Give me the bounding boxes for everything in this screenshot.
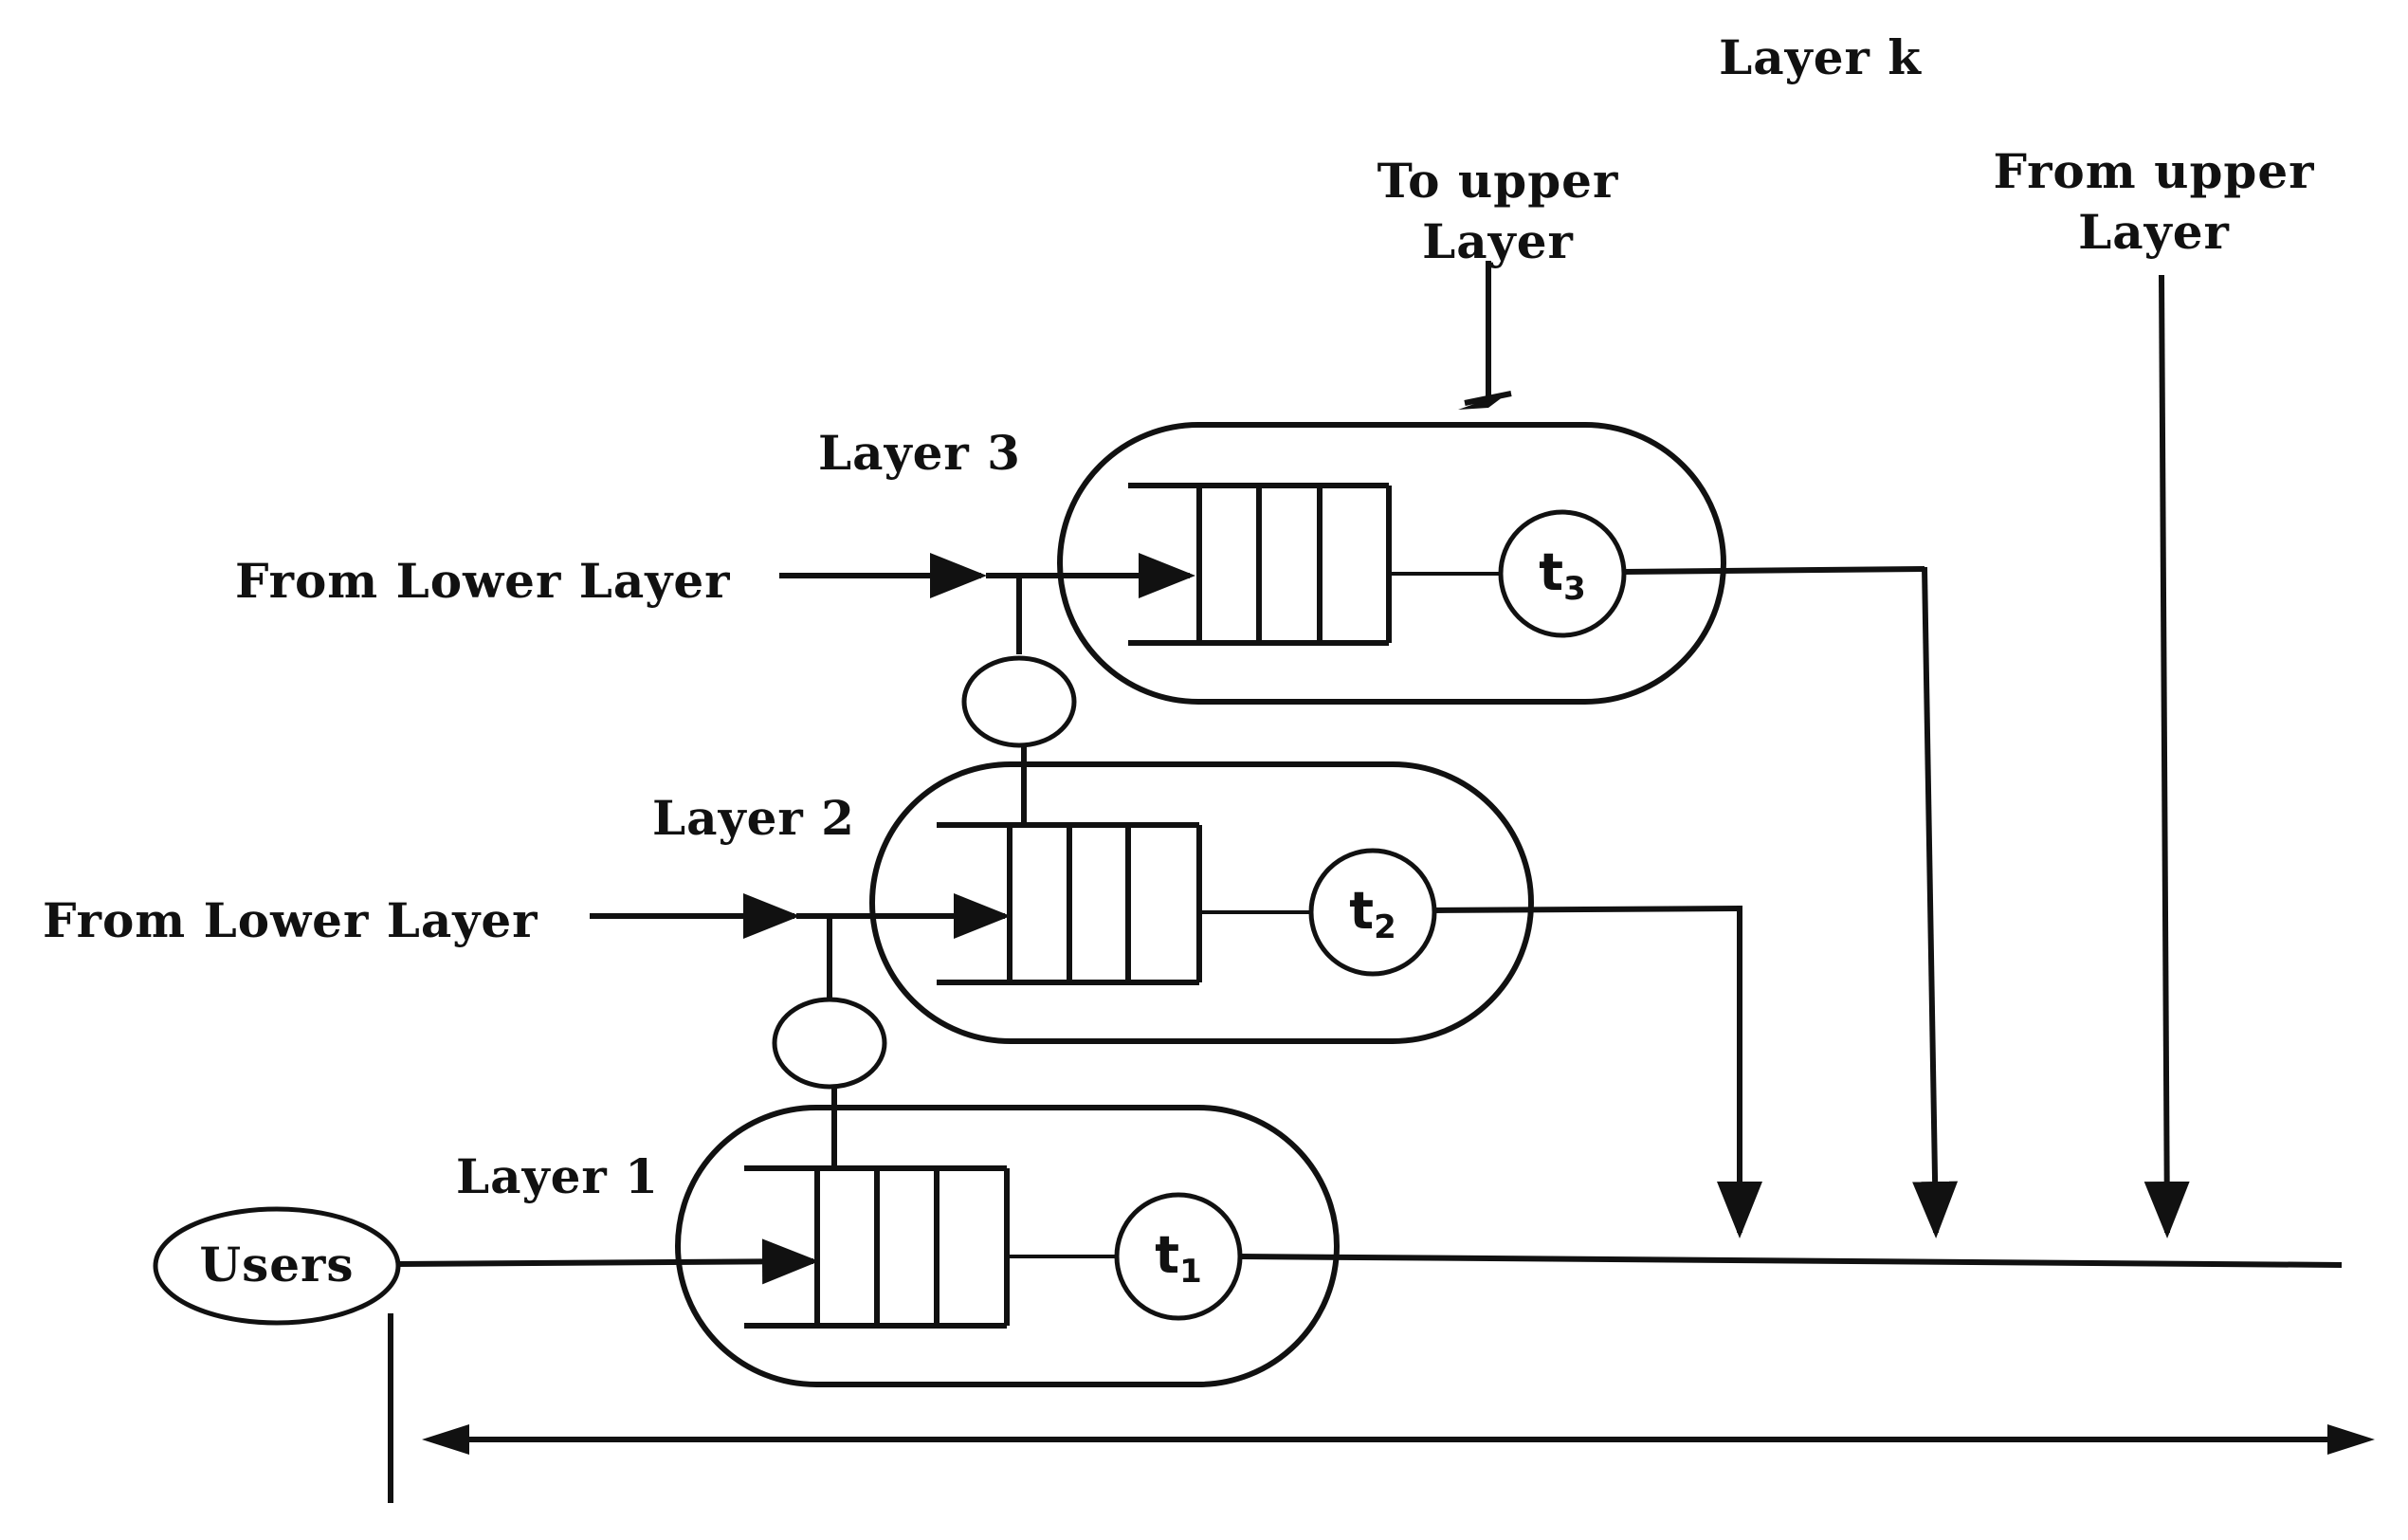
span-arrow-right: [2327, 1424, 2375, 1455]
layer3-queue: [1128, 483, 1392, 646]
server-t2-label: t2: [1349, 881, 1396, 946]
layer3-label: Layer 3: [818, 425, 1021, 481]
from-upper-arrow: [2143, 274, 2190, 1238]
from-upper-label-line2: Layer: [2078, 204, 2230, 260]
server-t1-label: t1: [1155, 1225, 1202, 1291]
from-lower-label-3: From Lower Layer: [235, 553, 731, 609]
server-t2: [1308, 848, 1437, 977]
users-label: Users: [199, 1237, 354, 1292]
layer1-box: [675, 1105, 1340, 1387]
layer1-queue: [744, 1165, 1010, 1329]
from-upper-label-line1: From upper: [1993, 143, 2314, 199]
server-t3-label: t3: [1539, 542, 1586, 608]
layer-k-label: Layer k: [1719, 29, 1922, 85]
layer2-queue: [937, 822, 1202, 985]
span-arrow-left: [422, 1424, 469, 1455]
layer1-label: Layer 1: [456, 1148, 659, 1204]
to-upper-arrow: [1458, 261, 1512, 410]
layer3-box: [1057, 422, 1726, 705]
users-to-layer1-arrow: [397, 1238, 819, 1285]
layer1-output-line: [1239, 1254, 2343, 1268]
server-t3: [1498, 509, 1627, 638]
layer2-label: Layer 2: [652, 790, 855, 846]
to-upper-label-line1: To upper: [1377, 153, 1619, 209]
from-lower-label-2: From Lower Layer: [43, 892, 538, 948]
to-upper-label-line2: Layer: [1422, 213, 1574, 269]
router-2-1: [772, 997, 887, 1090]
layer3-output: [1623, 566, 1925, 575]
users-node: [153, 1206, 401, 1326]
layer3-feedback-arrow: [1912, 566, 1959, 1238]
router-3-2: [961, 655, 1077, 748]
layer2-output: [1433, 906, 1741, 913]
layer2-box: [869, 761, 1534, 1044]
